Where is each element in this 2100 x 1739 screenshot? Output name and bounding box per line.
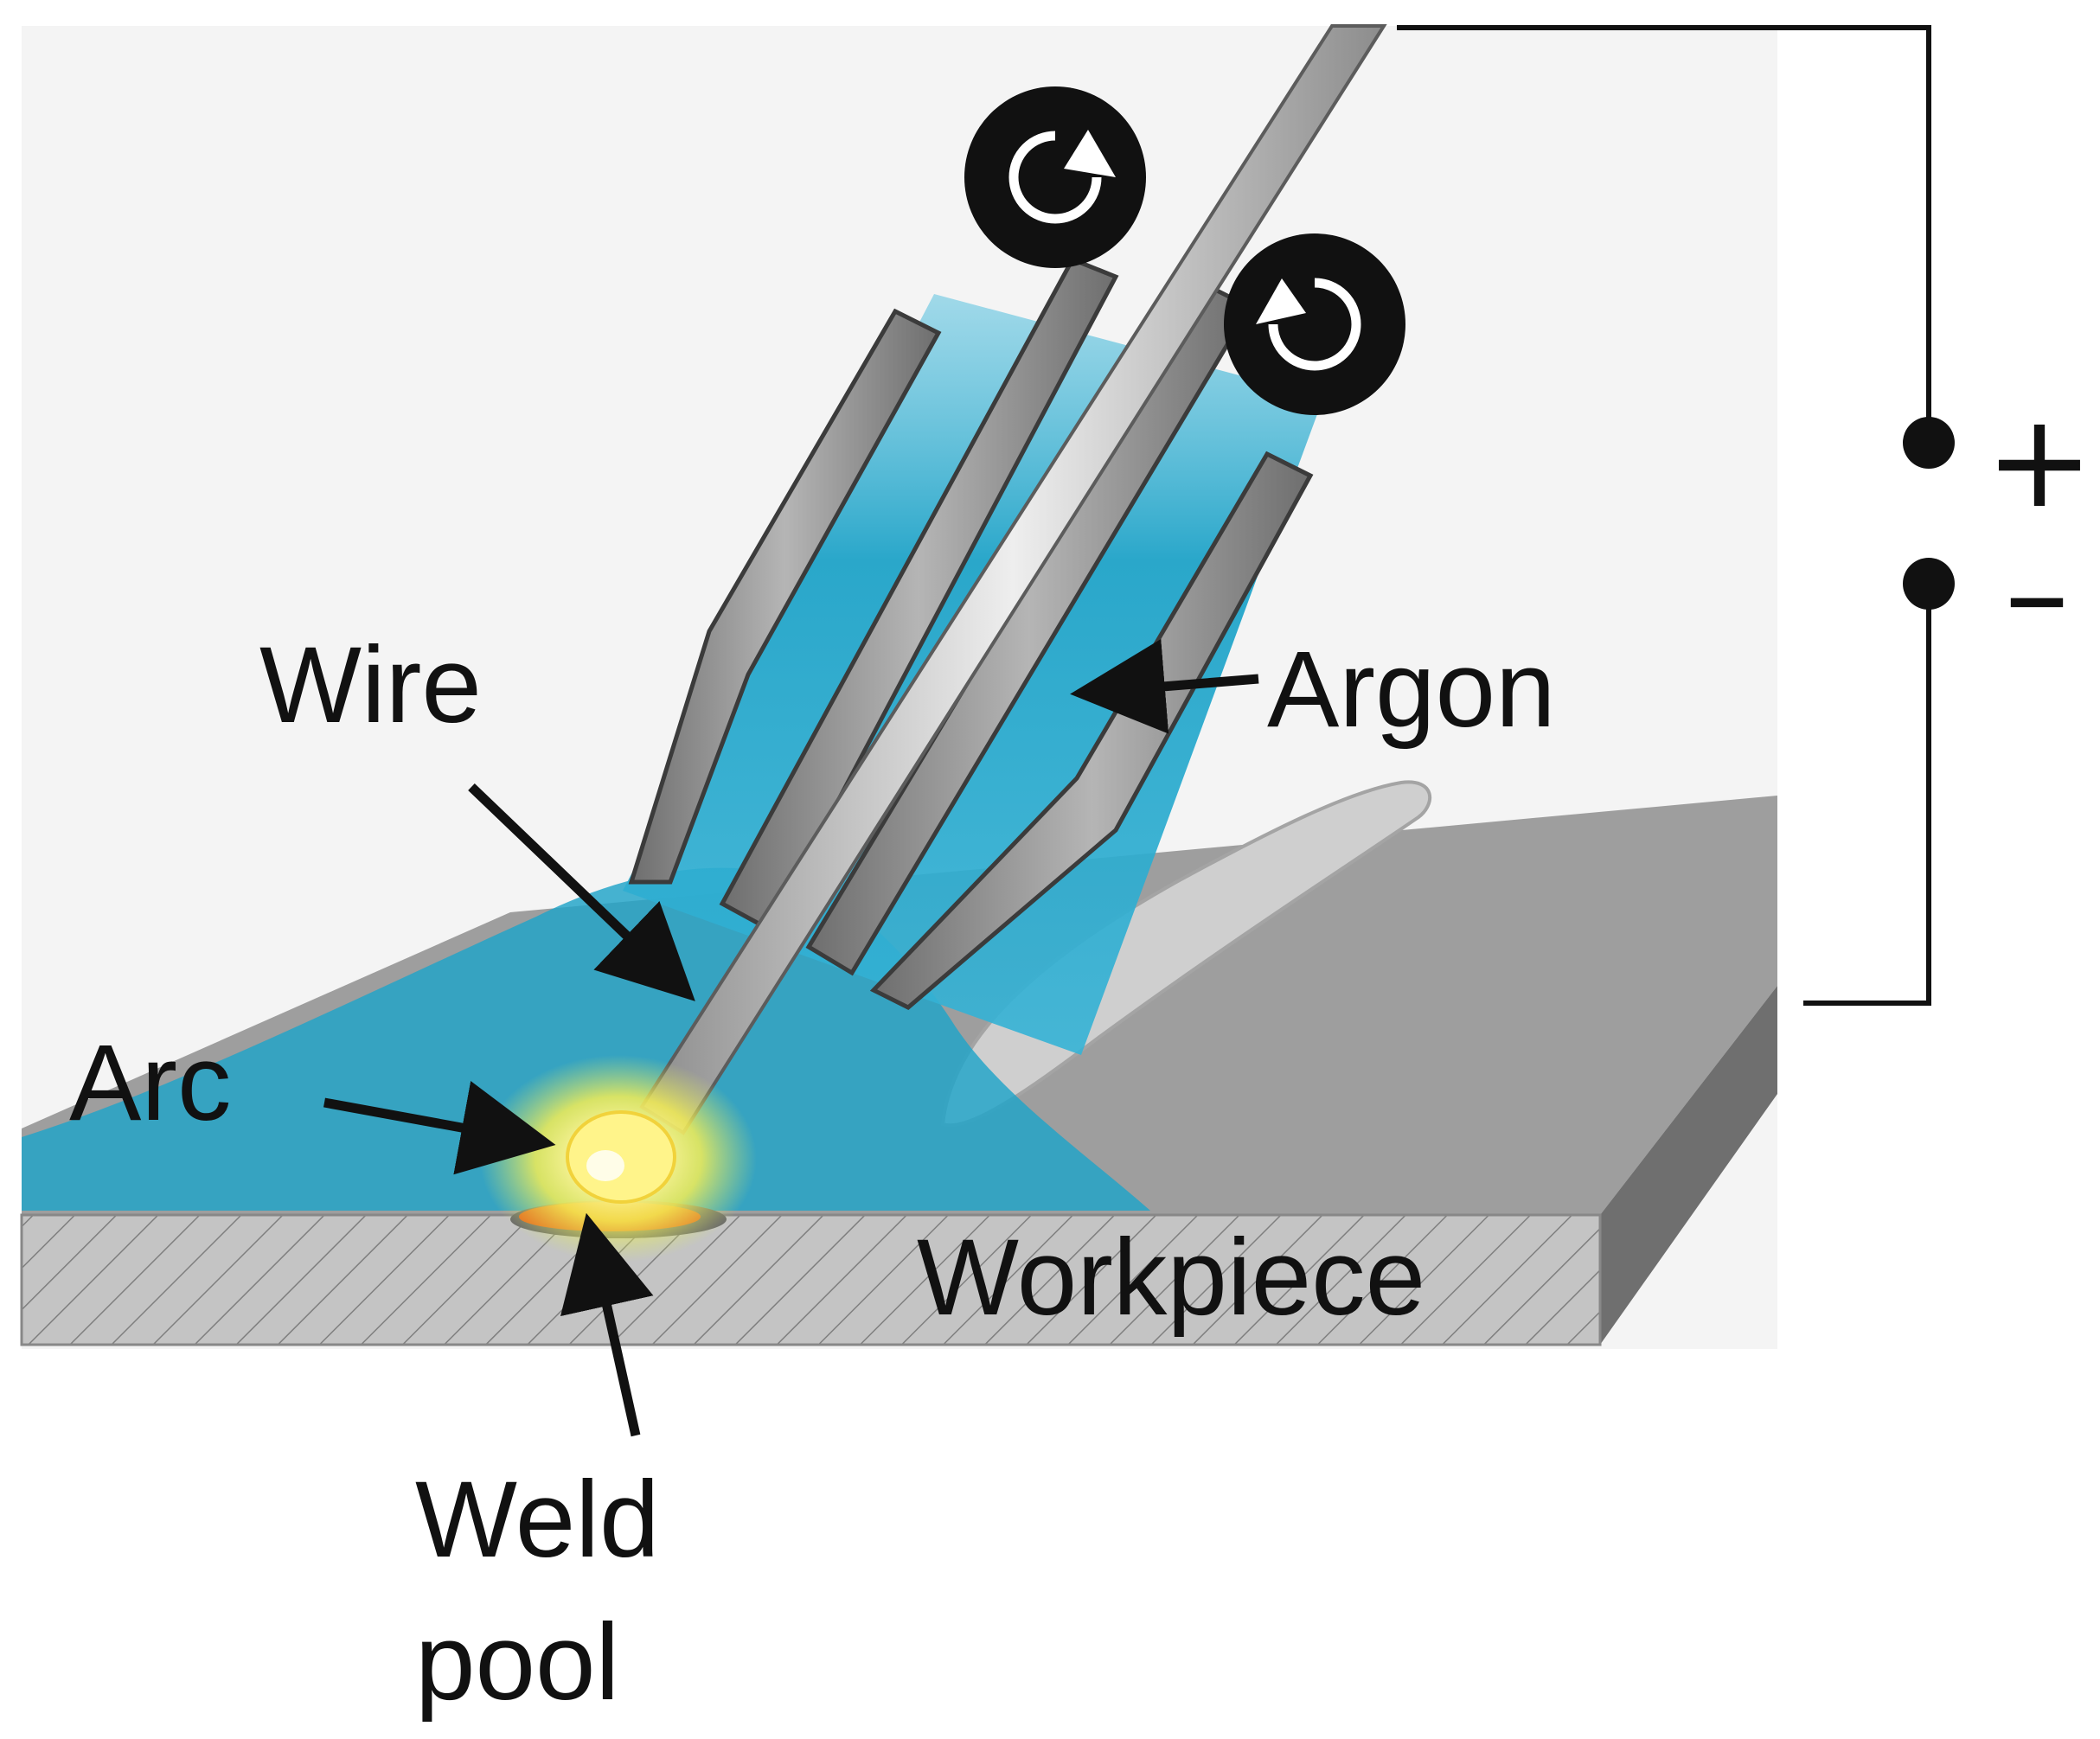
negative-terminal (1903, 558, 1955, 610)
rotate-cw-icon (1008, 130, 1116, 224)
plus-sign: + (1985, 387, 2094, 537)
positive-lead (1397, 25, 1931, 441)
arc-hotspot (586, 1150, 624, 1181)
weld-pool-pointer-arrow (560, 1212, 654, 1437)
power-circuit (1397, 25, 1931, 1006)
rotate-ccw-icon (1256, 278, 1361, 371)
wire-pointer-arrow (468, 783, 695, 1001)
label-weld-pool-line2: pool (415, 1602, 619, 1723)
argon-pointer-arrow (1070, 638, 1259, 734)
minus-sign: – (2005, 519, 2070, 669)
negative-lead (1803, 584, 1931, 1006)
feed-roller-upper (964, 86, 1146, 268)
plate-front-face (20, 1213, 1602, 1346)
plate-right-face (1600, 986, 1777, 1345)
label-argon: Argon (1267, 630, 1556, 750)
label-arc: Arc (69, 1023, 232, 1143)
positive-terminal (1903, 417, 1955, 469)
arc-pointer-arrow (323, 1081, 556, 1175)
arrow-icon (323, 638, 1259, 1437)
label-wire: Wire (259, 625, 482, 745)
label-weld-pool-line1: Weld (415, 1460, 660, 1580)
torch-nozzle (628, 256, 1314, 1010)
wire-feed-rollers (964, 86, 1405, 415)
label-workpiece: Workpiece (917, 1218, 1425, 1338)
feed-roller-lower (1224, 233, 1405, 415)
nozzle-left-wall (628, 308, 942, 885)
nozzle-right-wall (869, 451, 1314, 1010)
